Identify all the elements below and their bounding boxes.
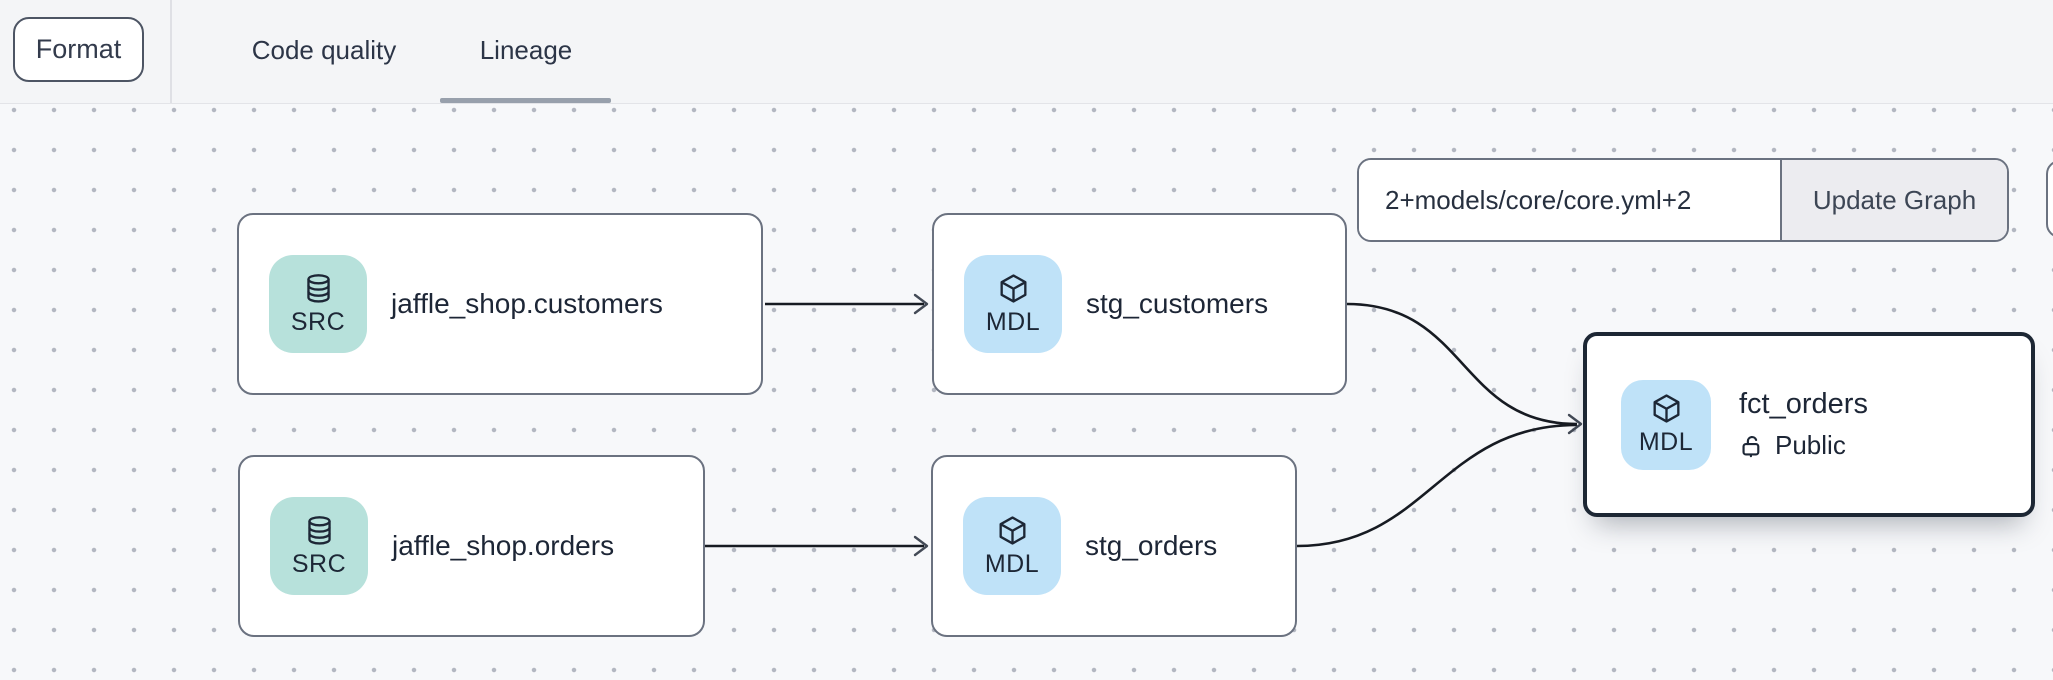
node-text-stack: fct_orders Public <box>1739 388 1868 461</box>
graph-node-stg-orders[interactable]: MDL stg_orders <box>931 455 1297 637</box>
graph-node-jaffle-shop-customers[interactable]: SRC jaffle_shop.customers <box>237 213 763 395</box>
badge-label: SRC <box>291 549 347 578</box>
edge-stg-customers-to-fct <box>1346 302 1578 426</box>
update-graph-button[interactable]: Update Graph <box>1780 160 2007 240</box>
access-row: Public <box>1739 430 1868 461</box>
header-bar: Format Code quality Lineage <box>0 0 2053 104</box>
node-label: stg_customers <box>1086 288 1269 319</box>
source-badge: SRC <box>270 497 368 595</box>
edge-arrowhead-icon <box>913 535 929 557</box>
cube-icon <box>1000 273 1026 303</box>
cube-icon <box>999 515 1025 545</box>
lineage-selector-input[interactable]: 2+models/core/core.yml+2 <box>1359 160 1780 240</box>
database-icon <box>306 273 330 303</box>
active-tab-underline <box>440 98 611 103</box>
unlock-icon <box>1742 435 1760 457</box>
badge-label: SRC <box>290 307 346 336</box>
edge-arrowhead-icon <box>1567 413 1583 435</box>
node-label: jaffle_shop.customers <box>391 288 663 319</box>
edge-arrowhead-icon <box>913 293 929 315</box>
graph-node-jaffle-shop-orders[interactable]: SRC jaffle_shop.orders <box>238 455 705 637</box>
node-label: stg_orders <box>1085 530 1218 561</box>
edge-stg-orders-to-fct <box>1296 423 1578 548</box>
model-badge: MDL <box>963 497 1061 595</box>
graph-node-stg-customers[interactable]: MDL stg_customers <box>932 213 1347 395</box>
model-badge: MDL <box>964 255 1062 353</box>
badge-label: MDL <box>1638 428 1694 456</box>
badge-label: MDL <box>985 307 1041 336</box>
model-badge: MDL <box>1621 379 1711 470</box>
node-label: fct_orders <box>1739 388 1868 420</box>
lineage-controls: 2+models/core/core.yml+2 Update Graph <box>1357 158 2009 242</box>
partial-right-button[interactable] <box>2046 160 2053 238</box>
source-badge: SRC <box>269 255 367 353</box>
tab-lineage[interactable]: Lineage <box>479 34 573 65</box>
header-divider <box>170 0 172 103</box>
tab-code-quality[interactable]: Code quality <box>251 34 397 65</box>
database-icon <box>307 515 331 545</box>
node-label: jaffle_shop.orders <box>392 530 615 561</box>
badge-label: MDL <box>984 549 1040 578</box>
access-label: Public <box>1775 430 1846 460</box>
graph-node-fct-orders[interactable]: MDL fct_orders Public <box>1583 332 2035 517</box>
format-button[interactable]: Format <box>13 17 144 82</box>
cube-icon <box>1653 394 1679 423</box>
